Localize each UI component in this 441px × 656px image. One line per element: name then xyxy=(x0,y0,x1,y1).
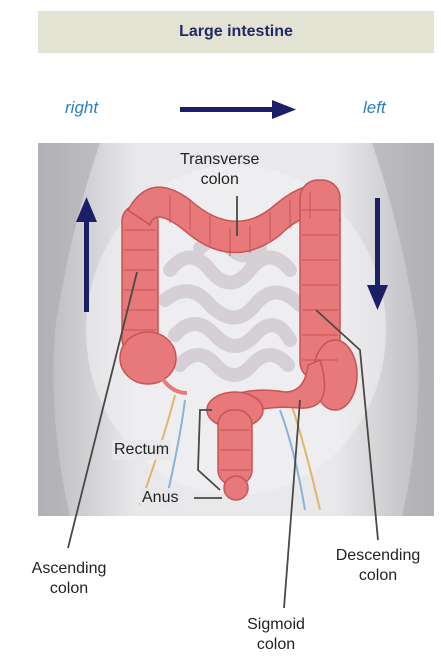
anus-label: Anus xyxy=(140,488,180,508)
sigmoid-colon-label: Sigmoidcolon xyxy=(226,615,326,655)
descending-colon-label: Descendingcolon xyxy=(318,546,438,586)
transverse-colon-label: Transversecolon xyxy=(180,150,259,190)
direction-arrow-icon xyxy=(180,100,296,119)
rectum-label: Rectum xyxy=(112,440,171,460)
ascending-colon-label: Ascendingcolon xyxy=(14,559,124,599)
